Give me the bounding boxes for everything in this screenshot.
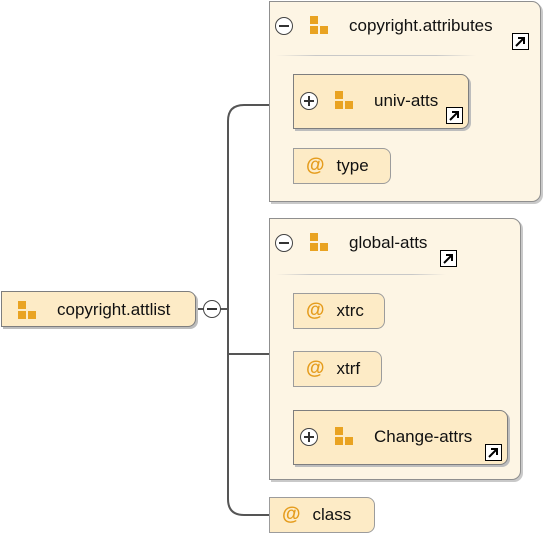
attribute-icon: @: [306, 358, 325, 379]
attribute-group-icon: [335, 427, 357, 449]
node-label: class: [312, 505, 352, 524]
group-collapse-toggle[interactable]: [275, 234, 293, 252]
reference-arrow-icon[interactable]: [446, 107, 463, 124]
attribute-node[interactable]: @ xtrc: [293, 293, 385, 329]
reference-arrow-icon[interactable]: [440, 250, 457, 267]
attribute-icon: @: [282, 504, 301, 525]
attribute-group-icon: [310, 233, 332, 255]
group-copyright-attributes: copyright.attributes univ-atts @ type: [269, 1, 541, 202]
node-label: univ-atts: [374, 91, 439, 110]
attribute-node[interactable]: @ class: [269, 497, 375, 533]
group-global-atts: global-atts @ xtrc @ xtrf Change-attrs: [269, 218, 521, 480]
reference-arrow-icon[interactable]: [485, 444, 502, 461]
attribute-node[interactable]: @ type: [293, 148, 391, 184]
attribute-group-node[interactable]: Change-attrs: [293, 410, 508, 465]
attribute-icon: @: [306, 155, 325, 176]
group-collapse-toggle[interactable]: [275, 17, 293, 35]
attribute-group-icon: [310, 16, 332, 38]
attribute-group-node[interactable]: univ-atts: [293, 74, 469, 129]
group-title: copyright.attributes: [349, 16, 493, 35]
root-label: copyright.attlist: [57, 300, 171, 319]
group-title: global-atts: [349, 233, 428, 252]
root-node[interactable]: copyright.attlist: [1, 291, 196, 327]
group-divider: [276, 274, 446, 275]
expand-toggle[interactable]: [300, 428, 318, 446]
attribute-icon: @: [306, 300, 325, 321]
reference-arrow-icon[interactable]: [512, 33, 529, 50]
root-collapse-toggle[interactable]: [203, 300, 221, 318]
node-label: Change-attrs: [374, 427, 473, 446]
node-label: xtrc: [336, 301, 364, 320]
expand-toggle[interactable]: [300, 92, 318, 110]
node-label: xtrf: [336, 359, 361, 378]
node-label: type: [336, 156, 369, 175]
attribute-group-icon: [18, 301, 40, 323]
group-divider: [276, 55, 476, 56]
attribute-group-icon: [335, 91, 357, 113]
attribute-node[interactable]: @ xtrf: [293, 351, 382, 387]
